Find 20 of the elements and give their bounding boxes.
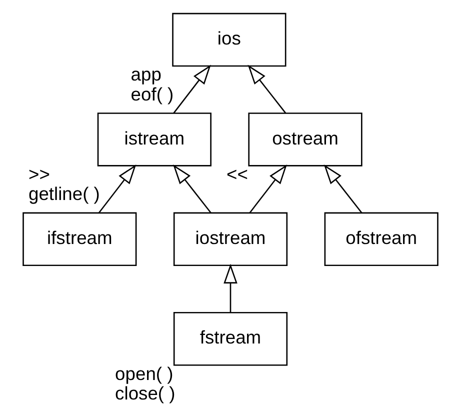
node-box: ostream <box>248 112 362 166</box>
arrow <box>224 264 238 313</box>
arrow <box>248 64 286 114</box>
node-box: ofstream <box>324 212 438 266</box>
node-label: >> <box>28 163 50 184</box>
node-box: ifstream <box>22 212 137 266</box>
arrow <box>249 164 288 214</box>
arrow <box>173 164 212 214</box>
node-label: getline( ) <box>28 183 100 204</box>
node-label: open( ) <box>115 362 174 384</box>
node-label: app <box>130 64 162 85</box>
arrow <box>324 164 362 214</box>
node-box: istream <box>97 112 212 166</box>
arrow <box>173 64 211 114</box>
node-label: eof( ) <box>130 83 174 104</box>
arrow <box>98 164 136 214</box>
node-box: fstream <box>173 312 288 366</box>
node-box: ios <box>172 12 286 67</box>
node-box: iostream <box>173 212 288 266</box>
node-label: << <box>226 163 248 184</box>
